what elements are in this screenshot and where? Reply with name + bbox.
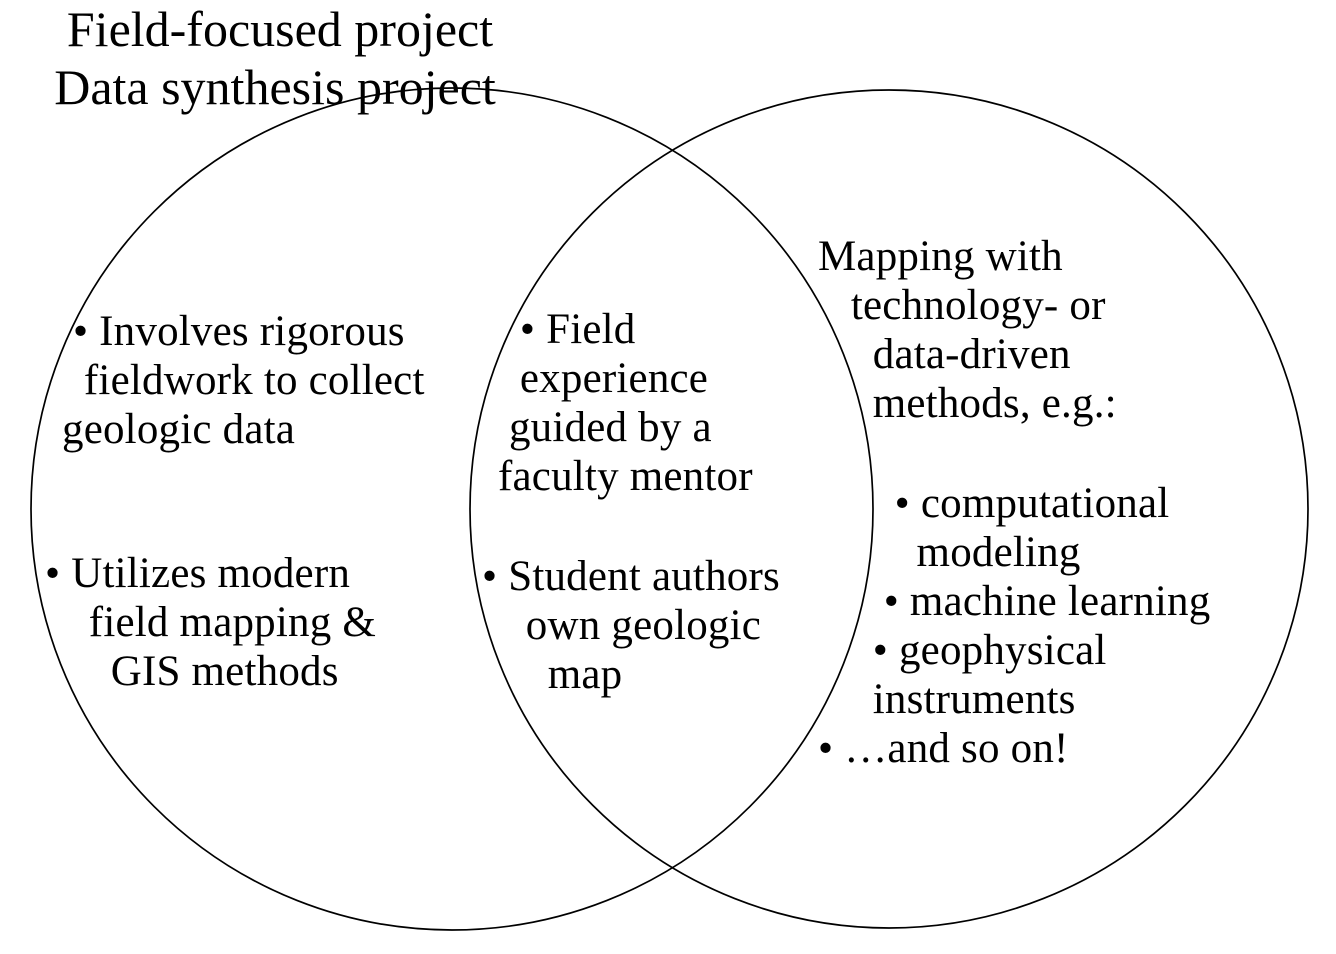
right-circle-outline: [469, 89, 1309, 929]
left-circle-outline: [30, 87, 874, 931]
left-circle-title: Field-focused project: [66, 1, 494, 57]
right-header-mapping-methods: Mapping with technology- or data-driven …: [818, 233, 1117, 427]
left-item-gis-methods: • Utilizes modern field mapping & GIS me…: [45, 550, 377, 695]
right-circle-title: Data synthesis project: [54, 59, 496, 115]
overlap-item-faculty-mentor: • Field experience guided by a faculty m…: [498, 306, 753, 500]
right-items-list: • computational modeling • machine learn…: [818, 480, 1211, 772]
overlap-item-geologic-map: • Student authors own geologic map: [482, 553, 780, 698]
left-item-fieldwork: • Involves rigorous fieldwork to collect…: [62, 308, 425, 453]
